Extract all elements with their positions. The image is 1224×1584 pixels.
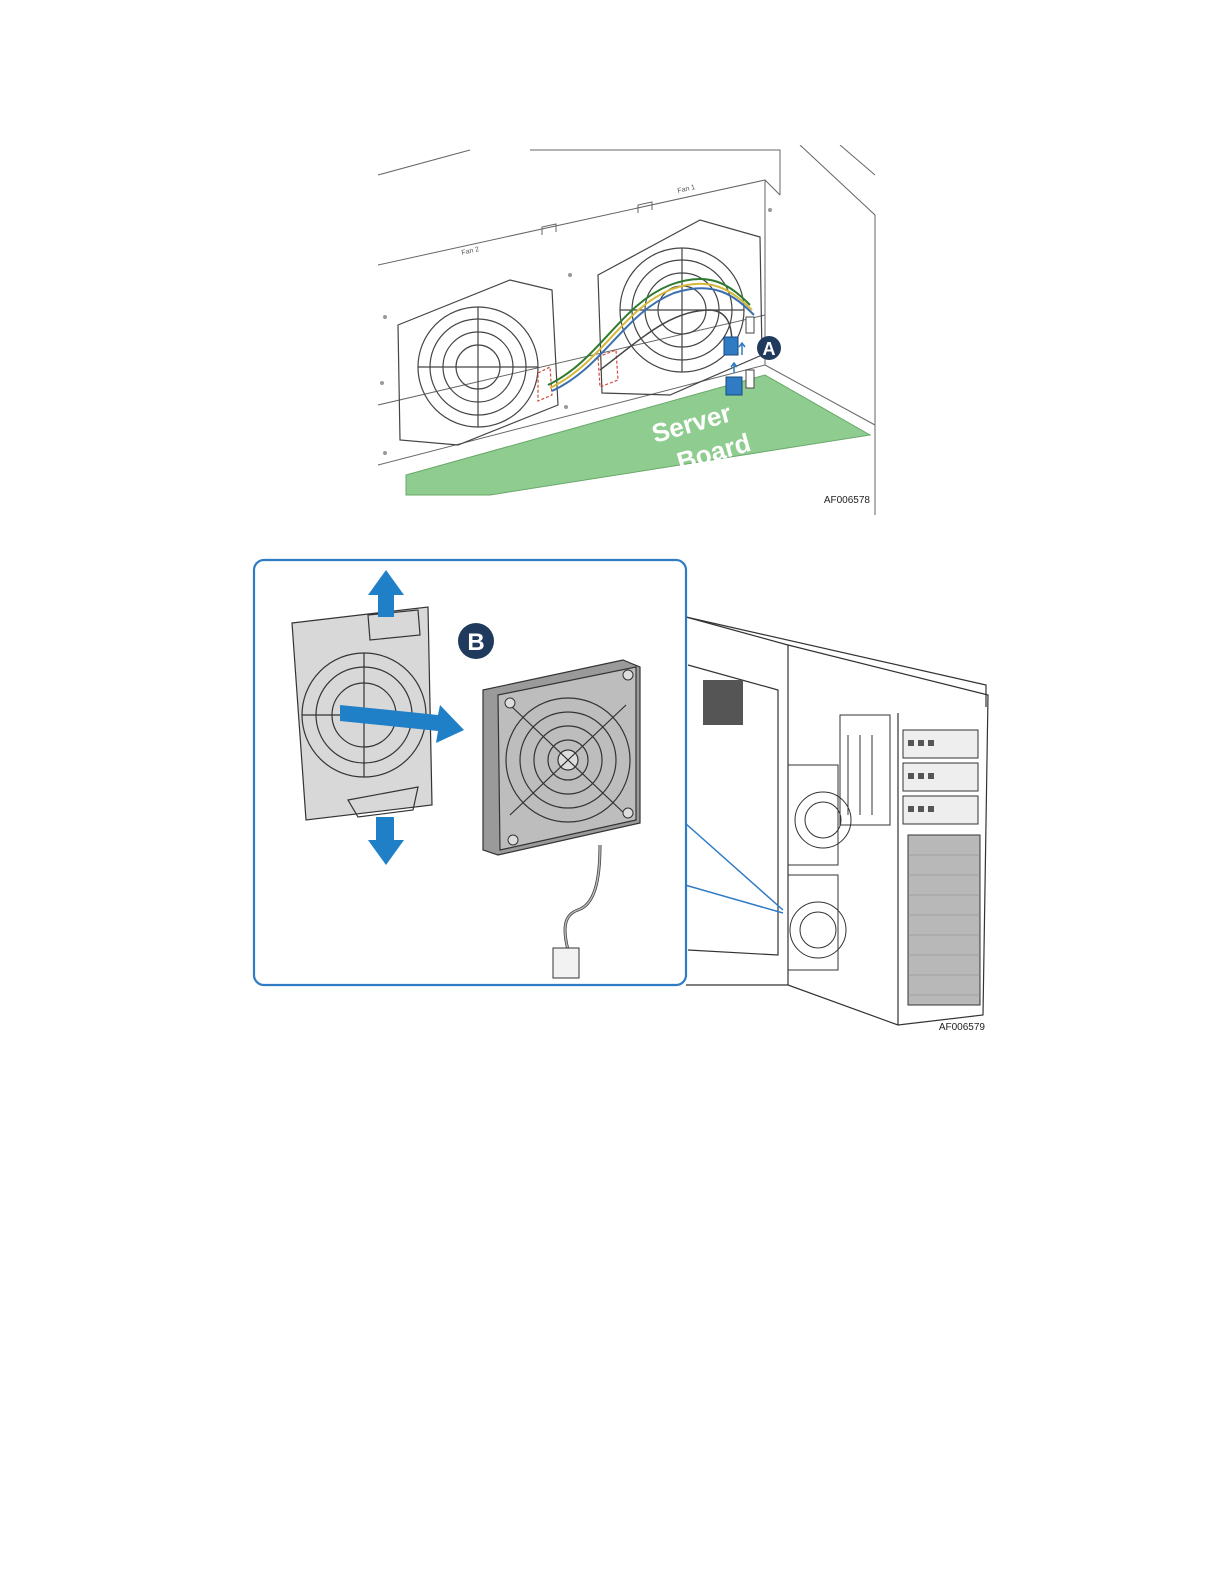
board-fan-header: [726, 377, 742, 395]
fan-2-label: Fan 2: [461, 246, 480, 257]
fan-cable-connector: [724, 337, 738, 355]
callout-b-label: B: [467, 629, 484, 656]
fan-cable-plug: [553, 948, 579, 978]
figure-b-id: AF006579: [939, 1022, 986, 1033]
figure-a-fan-cable-diagram: Fan 2 Fan 1 Server Board A AF006578: [370, 145, 880, 515]
figure-a-id: AF006578: [824, 495, 871, 506]
fan-1-label: Fan 1: [677, 184, 696, 195]
callout-a-label: A: [763, 339, 776, 359]
server-board: [406, 375, 870, 495]
figure-b-fan-replacement-diagram: B AF006579: [248, 555, 998, 1040]
front-mesh-grille: [908, 835, 980, 1005]
